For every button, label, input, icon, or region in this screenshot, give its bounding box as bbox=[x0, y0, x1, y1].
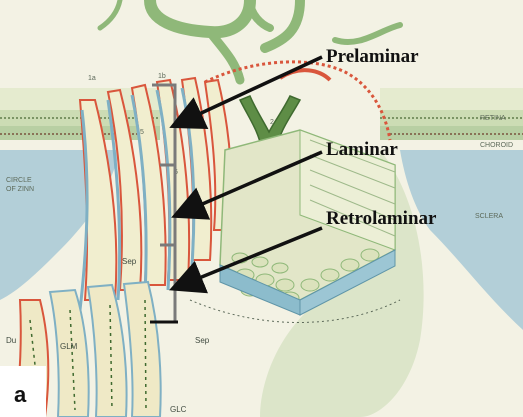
label-5: 5 bbox=[140, 129, 144, 136]
label-laminar: Laminar bbox=[326, 139, 398, 160]
label-circle-of-zinn-2: OF ZINN bbox=[6, 186, 34, 193]
label-glc: GLC bbox=[170, 405, 187, 414]
panel-tag: a bbox=[14, 382, 27, 407]
label-choroid: CHOROID bbox=[480, 142, 513, 149]
label-1a: 1a bbox=[88, 75, 96, 82]
label-prelaminar: Prelaminar bbox=[326, 46, 419, 67]
label-du: Du bbox=[6, 336, 16, 345]
label-sep-left: Sep bbox=[122, 257, 137, 266]
label-retrolaminar: Retrolaminar bbox=[326, 208, 437, 229]
label-retina: RETINA bbox=[480, 115, 506, 122]
retina-right bbox=[380, 88, 523, 140]
label-1b: 1b bbox=[158, 73, 166, 80]
label-sep-right: Sep bbox=[195, 336, 210, 345]
label-glm: GLM bbox=[60, 342, 78, 351]
label-2: 2 bbox=[270, 119, 274, 126]
label-sclera: SCLERA bbox=[475, 213, 503, 220]
label-circle-of-zinn-1: CIRCLE bbox=[6, 177, 32, 184]
